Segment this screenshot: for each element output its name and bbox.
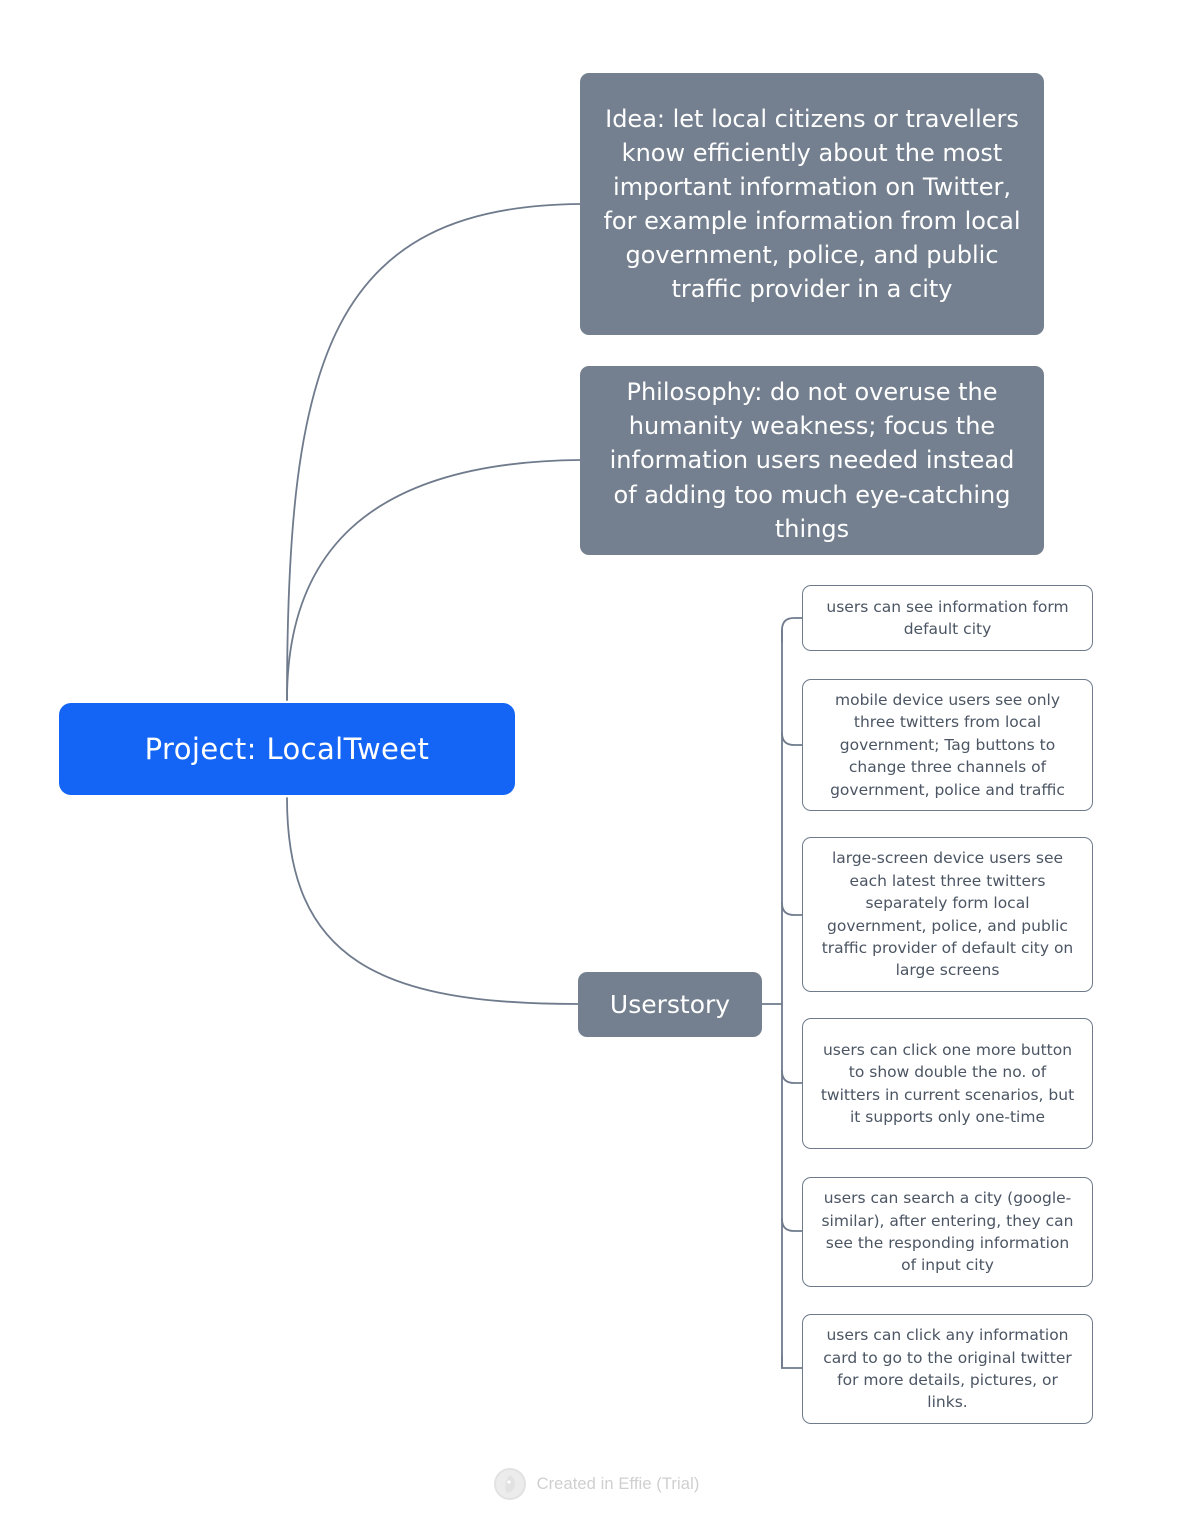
leaf-card-us-2[interactable]: mobile device users see only three twitt… — [802, 679, 1093, 811]
leaf-card-us-1[interactable]: users can see information form default c… — [802, 585, 1093, 651]
edge-trunk-to-us-2 — [781, 732, 803, 746]
edge-trunk-to-us-1 — [781, 617, 803, 643]
watermark-label: Created in Effie (Trial) — [536, 1474, 700, 1493]
branch-node-userstory[interactable]: Userstory — [578, 972, 762, 1037]
branch-node-userstory-label: Userstory — [609, 989, 731, 1019]
root-node-project[interactable]: Project: LocalTweet — [59, 703, 515, 795]
branch-node-idea-label: Idea: let local citizens or travellers k… — [603, 104, 1021, 304]
edge-trunk-to-us-6 — [781, 1355, 803, 1369]
branch-node-philosophy-label: Philosophy: do not overuse the humanity … — [609, 378, 1015, 543]
leaf-card-us-5[interactable]: users can search a city (google-similar)… — [802, 1177, 1093, 1287]
leaf-card-us-1-label: users can see information form default c… — [826, 597, 1069, 638]
branch-node-philosophy[interactable]: Philosophy: do not overuse the humanity … — [580, 366, 1044, 555]
edge-root-to-idea — [286, 203, 581, 701]
leaf-card-us-3-label: large-screen device users see each lates… — [821, 849, 1074, 980]
watermark: Created in Effie (Trial) — [0, 1468, 1193, 1500]
leaf-card-us-2-label: mobile device users see only three twitt… — [830, 690, 1065, 799]
branch-node-idea[interactable]: Idea: let local citizens or travellers k… — [580, 73, 1044, 335]
edge-root-to-philosophy — [286, 459, 581, 701]
effie-logo-icon — [493, 1468, 526, 1500]
edge-trunk-to-us-4 — [781, 1070, 803, 1084]
leaf-card-us-6-label: users can click any information card to … — [823, 1326, 1072, 1412]
leaf-card-us-5-label: users can search a city (google-similar)… — [821, 1189, 1074, 1275]
leaf-card-us-4[interactable]: users can click one more button to show … — [802, 1018, 1093, 1149]
leaf-card-us-6[interactable]: users can click any information card to … — [802, 1314, 1093, 1424]
root-node-label: Project: LocalTweet — [144, 731, 430, 766]
leaf-card-us-4-label: users can click one more button to show … — [820, 1040, 1075, 1126]
edge-trunk-to-us-5 — [781, 1218, 803, 1232]
edge-root-to-userstory — [286, 797, 579, 1005]
leaf-card-us-3[interactable]: large-screen device users see each lates… — [802, 837, 1093, 992]
edge-trunk-to-us-3 — [781, 902, 803, 916]
